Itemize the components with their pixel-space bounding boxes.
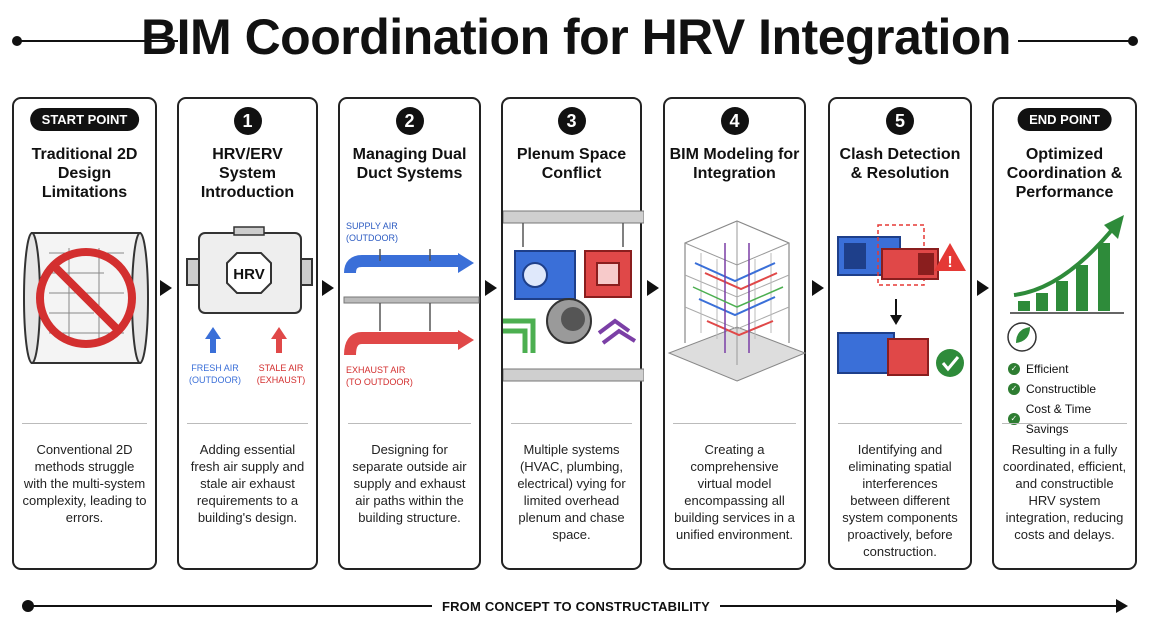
benefits-list: ✓Efficient ✓Constructible ✓Cost & Time S… xyxy=(1008,359,1135,439)
step-title: Clash Detection & Resolution xyxy=(839,146,961,182)
stale-air-label: STALE AIR xyxy=(259,363,304,373)
step-description: Designing for separate outside air suppl… xyxy=(352,442,467,525)
stale-air-sub-label: (EXHAUST) xyxy=(257,375,306,385)
benefit-item: ✓Constructible xyxy=(1008,379,1135,399)
start-point-badge: START POINT xyxy=(29,108,140,131)
step-number-badge: 2 xyxy=(395,107,424,135)
benefit-item: ✓Cost & Time Savings xyxy=(1008,399,1135,439)
step-panel-4: 4 BIM Modeling for Integration Creating … xyxy=(663,97,807,570)
step-panel-2: 2 Managing Dual Duct Systems SUPPLY AIR … xyxy=(338,97,481,570)
step-description: Adding essential fresh air supply and st… xyxy=(190,442,305,525)
step-number-badge: 1 xyxy=(233,107,262,135)
plenum-conflict-icon xyxy=(503,210,644,382)
step-title: HRV/ERV System Introduction xyxy=(200,146,295,201)
timeline-label: FROM CONCEPT TO CONSTRUCTABILITY xyxy=(0,598,1152,616)
exhaust-air-sub-label: (TO OUTDOOR) xyxy=(346,377,413,387)
panel-divider xyxy=(511,423,632,424)
check-icon: ✓ xyxy=(1008,413,1020,425)
exhaust-air-label: EXHAUST AIR xyxy=(346,365,406,375)
hrv-unit-icon: HRV FRESH AIR (OUTDOOR) STALE AIR (EXHAU… xyxy=(186,226,313,385)
check-icon: ✓ xyxy=(1008,383,1020,395)
step-panel-1: 1 HRV/ERV System Introduction HRV FRESH … xyxy=(177,97,318,570)
panel-divider xyxy=(838,423,962,424)
end-point-badge: END POINT xyxy=(1017,108,1112,131)
panel-divider xyxy=(187,423,308,424)
fresh-air-sub-label: (OUTDOOR) xyxy=(189,375,241,385)
step-title: Optimized Coordination & Performance xyxy=(1006,146,1123,201)
step-description: Creating a comprehensive virtual model e… xyxy=(674,442,795,542)
flow-arrow-icon xyxy=(812,280,824,296)
step-panel-end: END POINT Optimized Coordination & Perfo… xyxy=(992,97,1137,570)
title-left-line xyxy=(18,40,178,42)
clash-detection-icon: ! xyxy=(837,224,966,377)
flow-arrow-icon xyxy=(160,280,172,296)
benefit-item: ✓Efficient xyxy=(1008,359,1135,379)
step-panel-start: START POINT Traditional 2D Design Limita… xyxy=(12,97,157,570)
flow-arrow-icon xyxy=(485,280,497,296)
panel-divider xyxy=(673,423,796,424)
step-number-badge: 4 xyxy=(720,107,749,135)
step-title: Plenum Space Conflict xyxy=(516,146,627,182)
title-right-dot xyxy=(1128,36,1138,46)
flow-arrow-icon xyxy=(322,280,334,296)
fresh-air-label: FRESH AIR xyxy=(191,363,239,373)
step-description: Multiple systems (HVAC, plumbing, electr… xyxy=(517,442,626,542)
page-title: BIM Coordination for HRV Integration xyxy=(141,9,1011,65)
step-description: Conventional 2D methods struggle with th… xyxy=(22,442,147,525)
step-title: Managing Dual Duct Systems xyxy=(352,146,467,182)
step-panel-5: 5 Clash Detection & Resolution ! Identif… xyxy=(828,97,972,570)
step-title: BIM Modeling for Integration xyxy=(669,146,800,182)
step-description: Resulting in a fully coordinated, effici… xyxy=(1002,442,1127,542)
title-row: BIM Coordination for HRV Integration xyxy=(0,0,1152,80)
blueprint-prohibited-icon xyxy=(23,232,149,364)
title-left-dot xyxy=(12,36,22,46)
hrv-unit-label: HRV xyxy=(233,266,264,283)
supply-air-label: SUPPLY AIR xyxy=(346,221,398,231)
panel-divider xyxy=(22,423,147,424)
growth-chart-icon xyxy=(1007,215,1124,352)
flow-arrow-icon xyxy=(647,280,659,296)
dual-duct-icon: SUPPLY AIR (OUTDOOR) EXHAUST AIR (TO OUT… xyxy=(343,221,480,387)
flow-arrow-icon xyxy=(977,280,989,296)
step-number-badge: 3 xyxy=(557,107,586,135)
check-icon: ✓ xyxy=(1008,363,1020,375)
supply-air-sub-label: (OUTDOOR) xyxy=(346,233,398,243)
step-title: Traditional 2D Design Limitations xyxy=(31,146,138,201)
step-panel-3: 3 Plenum Space Conflict Multiple systems… xyxy=(501,97,644,570)
title-right-line xyxy=(1018,40,1134,42)
step-number-badge: 5 xyxy=(886,107,914,135)
timeline-arrow-icon xyxy=(1116,599,1128,613)
panel-divider xyxy=(1002,423,1127,424)
svg-text:!: ! xyxy=(947,254,952,271)
panel-divider xyxy=(348,423,471,424)
step-description: Identifying and eliminating spatial inte… xyxy=(842,442,958,559)
bim-model-icon xyxy=(667,220,807,382)
